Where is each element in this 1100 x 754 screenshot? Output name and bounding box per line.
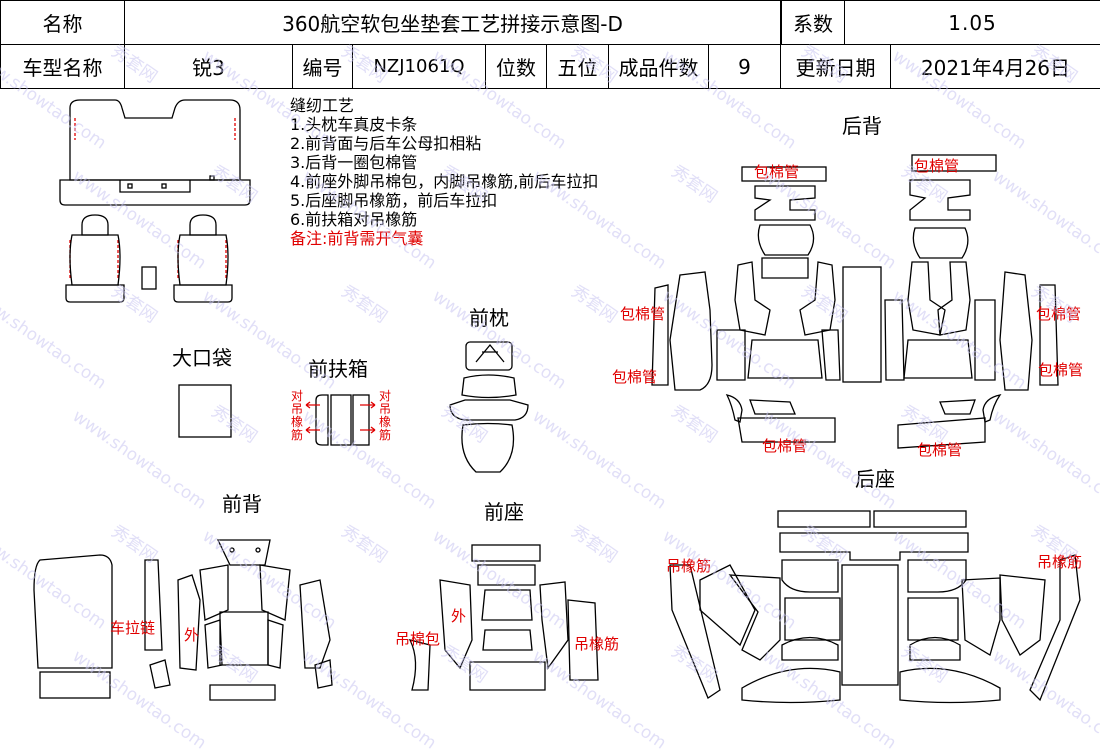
label-outer: 外 (184, 624, 199, 645)
label-zipper: 车拉链 (110, 617, 155, 638)
notes-remark: 备注:前背需开气囊 (290, 229, 598, 248)
label-armrest-elastic-right: 对吊橡筋 (378, 390, 392, 442)
diagram-title: 360航空软包坐垫套工艺拼接示意图-D (125, 1, 781, 45)
name-label: 名称 (1, 1, 125, 45)
label-hang-elastic: 吊橡筋 (574, 633, 619, 654)
section-big-pocket: 大口袋 (172, 342, 232, 371)
label-cotton-tube: 包棉管 (612, 366, 657, 387)
label-outer: 外 (451, 605, 466, 626)
label-cotton-tube: 包棉管 (1038, 359, 1083, 380)
notes-title: 缝纫工艺 (290, 96, 598, 115)
note-item: 6.前扶箱对吊橡筋 (290, 210, 598, 229)
rear-back-center-piece (843, 267, 881, 382)
label-hang-cotton: 吊棉包 (395, 628, 440, 649)
seats-label: 位数 (486, 45, 547, 89)
label-cotton-tube: 包棉管 (620, 303, 665, 324)
section-rear-back: 后背 (842, 110, 882, 139)
section-front-seat: 前座 (484, 496, 524, 525)
section-front-back: 前背 (222, 488, 262, 517)
coefficient-cell: 系数 1.05 (781, 1, 1100, 45)
car-console (142, 267, 156, 289)
coefficient-value: 1.05 (845, 1, 1100, 44)
